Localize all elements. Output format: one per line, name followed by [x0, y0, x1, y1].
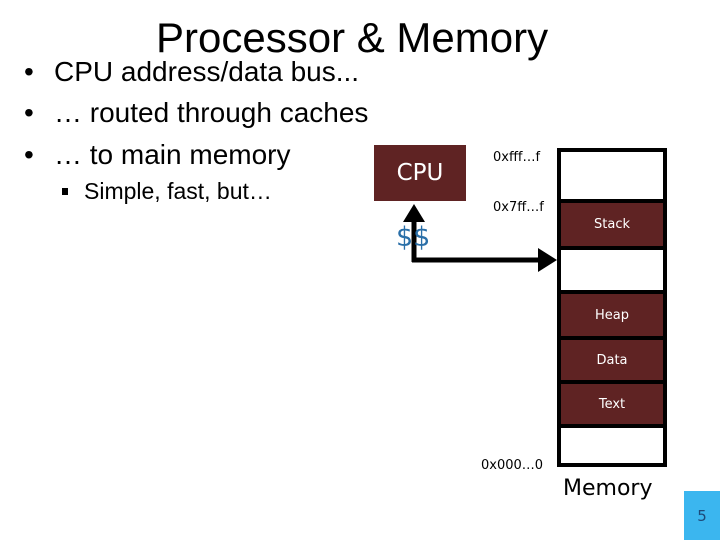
memory-segment-stack: Stack — [561, 199, 663, 246]
address-bottom: 0x000…0 — [481, 458, 544, 473]
bullet-text: … routed through caches — [54, 97, 369, 128]
bullet-marker: • — [24, 97, 34, 128]
sub-bullet-item: Simple, fast, but… — [62, 177, 272, 205]
bullet-marker: • — [24, 139, 34, 170]
memory-label: Memory — [563, 476, 653, 501]
page-number-badge: 5 — [684, 491, 720, 540]
bullet-text: CPU address/data bus... — [54, 56, 360, 87]
cpu-box: CPU — [374, 145, 466, 201]
bullet-marker: • — [24, 56, 34, 87]
sub-bullet-text: Simple, fast, but… — [84, 178, 272, 204]
memory-column: Stack Heap Data Text — [557, 148, 667, 467]
address-top: 0xfff…f — [493, 150, 541, 165]
arrow-up-icon — [403, 204, 425, 222]
memory-segment-unused-bottom — [561, 424, 663, 463]
slide-title: Processor & Memory — [156, 14, 549, 61]
bullet-text: … to main memory — [54, 139, 291, 170]
cache-label: $$ — [396, 222, 431, 253]
memory-segment-free — [561, 246, 663, 290]
bullet-item: • … routed through caches — [24, 97, 368, 129]
bullet-item: • CPU address/data bus... — [24, 56, 359, 88]
square-bullet-icon — [62, 188, 68, 195]
memory-segment-text: Text — [561, 380, 663, 424]
arrow-right-icon — [538, 248, 557, 272]
address-stack-top: 0x7ff…f — [493, 200, 544, 215]
memory-segment-data: Data — [561, 336, 663, 380]
memory-segment-unused-top — [561, 152, 663, 199]
bullet-item: • … to main memory — [24, 139, 291, 171]
memory-segment-heap: Heap — [561, 290, 663, 336]
